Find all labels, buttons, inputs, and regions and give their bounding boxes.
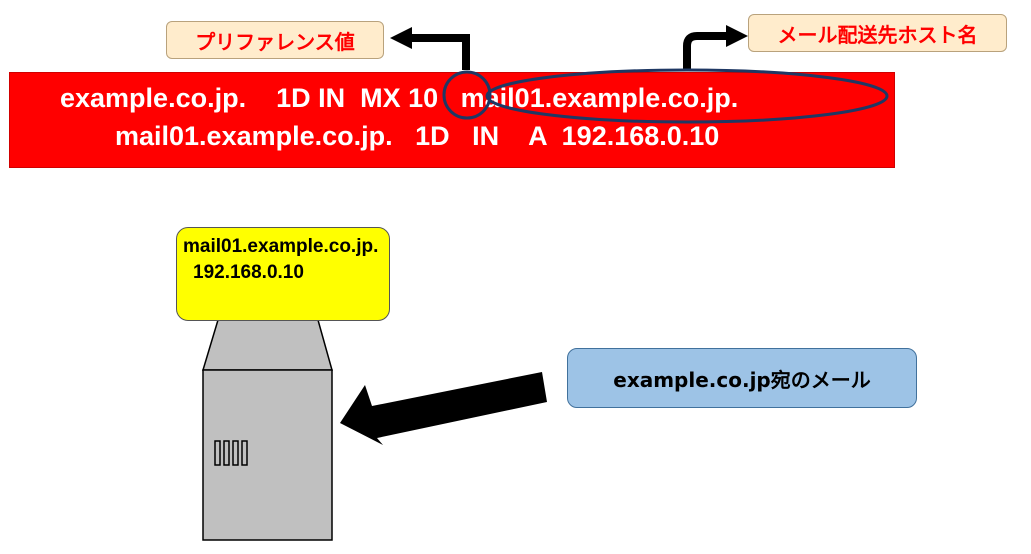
incoming-mail-label: example.co.jp宛のメール (567, 348, 917, 408)
mail-delivery-arrow (340, 372, 547, 445)
preference-callout: プリファレンス値 (166, 21, 384, 59)
mx-record-prefix: example.co.jp. 1D IN MX (60, 83, 409, 113)
a-record-line: mail01.example.co.jp. 1D IN A 192.168.0.… (115, 121, 720, 151)
preference-arrow (390, 27, 470, 70)
host-highlight-ring (485, 68, 889, 124)
server-ip: 192.168.0.10 (193, 262, 304, 283)
mail-server-icon (201, 319, 333, 541)
preference-highlight-ring (442, 70, 492, 120)
server-hostname: mail01.example.co.jp. (183, 236, 379, 257)
mx-preference-value: 10 (408, 83, 439, 113)
server-info-note: mail01.example.co.jp. 192.168.0.10 (176, 227, 390, 321)
host-arrow (683, 25, 748, 70)
server-vents (214, 440, 248, 466)
delivery-host-callout: メール配送先ホスト名 (748, 14, 1007, 52)
